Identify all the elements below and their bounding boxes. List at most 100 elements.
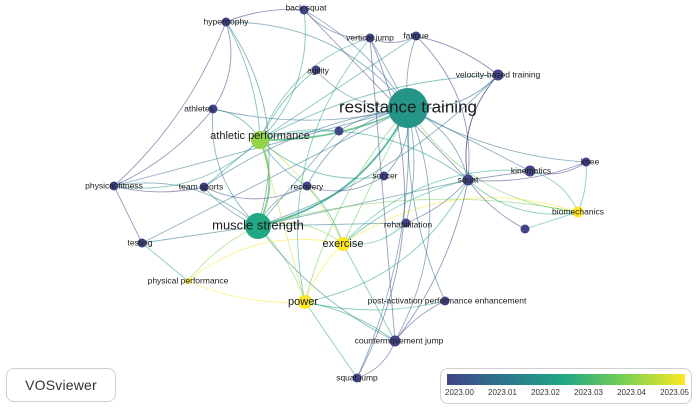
- node-ath[interactable]: [208, 104, 218, 114]
- node-label-cmj[interactable]: countermovement jump: [355, 335, 444, 345]
- node-label-test[interactable]: testing: [127, 237, 152, 247]
- node-ms[interactable]: [245, 213, 271, 239]
- legend-ticks: 2023.00 2023.01 2023.02 2023.03 2023.04 …: [445, 388, 689, 400]
- node-vj[interactable]: [365, 33, 375, 43]
- node-pp[interactable]: [185, 278, 191, 284]
- node-label-knee[interactable]: knee: [581, 156, 600, 166]
- node-label-soc[interactable]: soccer: [372, 170, 397, 180]
- node-label-pp[interactable]: physical performance: [148, 275, 229, 285]
- network-edge: [306, 175, 385, 192]
- legend-tick: 2023.00: [445, 388, 474, 397]
- node-label-pw[interactable]: power: [288, 296, 318, 308]
- node-label-sq[interactable]: squat: [458, 174, 479, 184]
- node-label-pf[interactable]: physical fitness: [85, 180, 143, 190]
- network-edge: [342, 169, 531, 245]
- node-label-hyp[interactable]: hypertrophy: [204, 16, 250, 26]
- legend-gradient-bar: [447, 374, 685, 385]
- node-u2[interactable]: [520, 224, 530, 234]
- label-layer: resistance training muscle strength athlet…: [85, 2, 604, 382]
- network-edge: [257, 222, 407, 227]
- network-edge: [257, 179, 469, 227]
- network-edge: [394, 300, 446, 342]
- node-rec[interactable]: [302, 181, 312, 191]
- node-label-ms[interactable]: muscle strength: [212, 217, 304, 232]
- network-edge: [407, 107, 446, 302]
- network-edge: [303, 9, 409, 109]
- legend-tick: 2023.03: [574, 388, 603, 397]
- network-edge: [257, 225, 396, 342]
- node-rt[interactable]: [388, 88, 428, 128]
- network-edge: [187, 280, 306, 303]
- node-label-fat[interactable]: fatigue: [403, 30, 429, 40]
- network-edge: [259, 130, 469, 181]
- node-ts[interactable]: [199, 182, 209, 192]
- node-label-reh[interactable]: rehabilitation: [384, 219, 432, 229]
- network-edge: [356, 37, 405, 379]
- legend-tick: 2023.01: [488, 388, 517, 397]
- legend-tick: 2023.02: [531, 388, 560, 397]
- network-edge: [342, 243, 396, 342]
- network-edge: [257, 198, 579, 227]
- network-edge: [304, 301, 358, 379]
- node-bio[interactable]: [572, 206, 584, 218]
- node-sj[interactable]: [352, 373, 362, 383]
- vosviewer-logo: VOSviewer: [6, 368, 116, 402]
- network-edge: [203, 185, 308, 200]
- node-label-ex[interactable]: exercise: [323, 238, 364, 250]
- node-sq[interactable]: [462, 174, 474, 186]
- node-label-ag[interactable]: agility: [307, 65, 329, 75]
- network-edge: [467, 161, 587, 182]
- node-pape[interactable]: [440, 296, 450, 306]
- node-bs[interactable]: [299, 5, 309, 15]
- network-edge: [356, 107, 410, 379]
- node-label-kin[interactable]: kinematics: [511, 165, 551, 175]
- network-edge: [342, 179, 469, 245]
- node-label-ath[interactable]: athletes: [184, 103, 214, 113]
- node-label-pape[interactable]: post-activation performance enhancement: [368, 295, 527, 305]
- node-label-bio[interactable]: biomechanics: [552, 206, 604, 216]
- node-pw[interactable]: [298, 295, 312, 309]
- node-label-sj[interactable]: squat jump: [336, 372, 378, 382]
- node-kin[interactable]: [524, 165, 536, 177]
- node-label-rec[interactable]: recovery: [291, 181, 324, 191]
- network-edge: [465, 74, 499, 181]
- node-u1[interactable]: [334, 126, 344, 136]
- network-edge: [113, 21, 227, 187]
- network-edge: [467, 179, 579, 215]
- network-edge: [342, 197, 579, 245]
- network-edge: [257, 74, 499, 227]
- node-hyp[interactable]: [221, 17, 231, 27]
- node-reh[interactable]: [401, 218, 411, 228]
- node-label-ap[interactable]: athletic performance: [210, 130, 310, 142]
- network-edge: [259, 74, 499, 141]
- network-edge: [304, 300, 446, 311]
- network-edge: [257, 130, 340, 227]
- network-edge: [259, 37, 371, 141]
- network-edge: [187, 238, 344, 282]
- network-edge: [113, 182, 259, 227]
- node-label-ts[interactable]: team sports: [179, 181, 223, 191]
- year-color-legend: 2023.00 2023.01 2023.02 2023.03 2023.04 …: [440, 368, 692, 404]
- node-label-vj[interactable]: vertical jump: [346, 32, 394, 42]
- node-label-rt[interactable]: resistance training: [339, 97, 477, 116]
- node-vbt[interactable]: [492, 69, 504, 81]
- node-ap[interactable]: [251, 131, 269, 149]
- node-soc[interactable]: [379, 171, 389, 181]
- node-ex[interactable]: [336, 237, 350, 251]
- node-fat[interactable]: [411, 31, 421, 41]
- network-edge: [203, 139, 261, 188]
- node-pf[interactable]: [109, 181, 119, 191]
- network-edge: [257, 107, 409, 227]
- node-knee[interactable]: [581, 157, 591, 167]
- node-ag[interactable]: [311, 65, 321, 75]
- edge-layer: [113, 8, 587, 379]
- network-edge: [113, 108, 214, 187]
- node-cmj[interactable]: [389, 335, 401, 347]
- node-label-vbt[interactable]: velocity-based training: [456, 69, 541, 79]
- node-test[interactable]: [137, 238, 147, 248]
- node-label-bs[interactable]: back squat: [285, 2, 327, 12]
- network-edge: [225, 21, 261, 141]
- network-edge: [577, 161, 587, 213]
